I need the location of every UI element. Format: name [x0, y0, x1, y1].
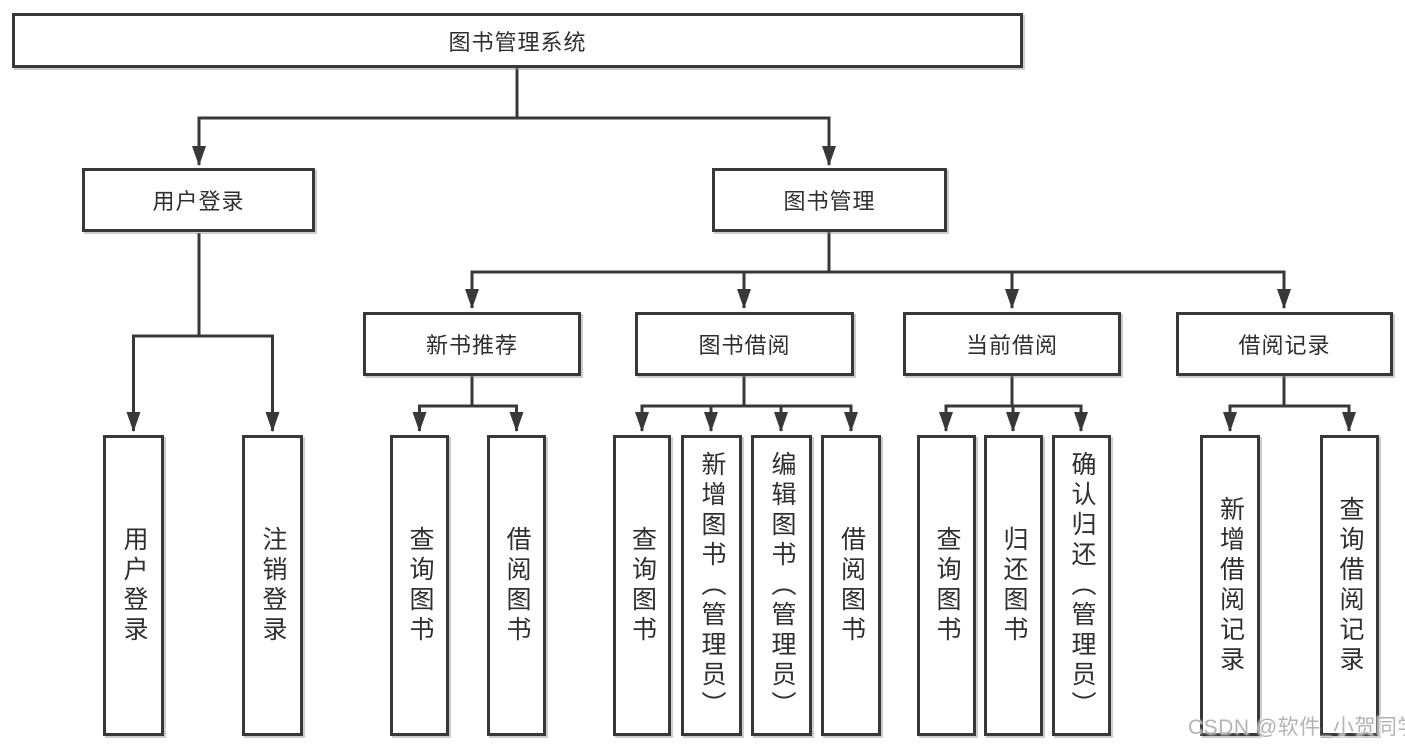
- leaf-label: 借阅图书: [503, 525, 531, 646]
- connector-arrows: [126, 118, 1356, 432]
- node-label: 图书借阅: [698, 333, 791, 358]
- node-borrow-records: 借阅记录: [1176, 312, 1393, 376]
- leaf-label: 查询图书: [406, 525, 434, 646]
- node-user-login: 用户登录: [82, 168, 315, 232]
- node-book-borrow: 图书借阅: [635, 312, 854, 376]
- leaf-label: 用户登录: [120, 525, 148, 646]
- leaf-query-borrow-record: 查询借阅记录: [1320, 435, 1379, 736]
- leaf-confirm-return-admin: 确认归还（管理员）: [1052, 435, 1111, 736]
- leaf-label: 查询图书: [933, 525, 961, 646]
- node-label: 当前借阅: [965, 333, 1058, 358]
- leaf-borrow-book-recommend: 借阅图书: [487, 435, 546, 736]
- node-label: 图书管理: [783, 189, 876, 214]
- leaf-label: 编辑图书（管理员）: [768, 450, 796, 721]
- node-book-management: 图书管理: [712, 168, 947, 232]
- watermark: CSDN @软件_小贺同学: [1188, 716, 1405, 739]
- leaf-label: 查询图书: [628, 525, 657, 646]
- node-current-borrow: 当前借阅: [903, 312, 1121, 376]
- leaf-add-borrow-record: 新增借阅记录: [1200, 435, 1260, 736]
- leaf-label: 新增借阅记录: [1216, 495, 1245, 676]
- node-label: 用户登录: [152, 189, 245, 214]
- leaf-edit-book-admin: 编辑图书（管理员）: [751, 435, 812, 736]
- connector-trunks: [132, 68, 1351, 408]
- leaf-label: 确认归还（管理员）: [1068, 450, 1096, 721]
- leaf-query-book-borrow: 查询图书: [613, 435, 671, 736]
- leaf-label: 新增图书（管理员）: [698, 450, 726, 721]
- leaf-query-book-current: 查询图书: [917, 435, 976, 736]
- leaf-label: 注销登录: [259, 525, 287, 646]
- leaf-user-login: 用户登录: [103, 435, 164, 736]
- leaf-borrow-book: 借阅图书: [821, 435, 881, 736]
- node-label: 新书推荐: [425, 333, 518, 358]
- node-root: 图书管理系统: [12, 13, 1023, 68]
- leaf-return-book: 归还图书: [984, 435, 1043, 736]
- node-new-book-recommend: 新书推荐: [363, 312, 581, 376]
- leaf-label: 借阅图书: [837, 525, 866, 646]
- leaf-add-book-admin: 新增图书（管理员）: [681, 435, 742, 736]
- leaf-label: 归还图书: [1000, 525, 1028, 646]
- node-label: 图书管理系统: [448, 29, 587, 55]
- node-label: 借阅记录: [1238, 333, 1331, 358]
- leaf-label: 查询借阅记录: [1336, 495, 1364, 676]
- leaf-query-book-recommend: 查询图书: [390, 435, 449, 736]
- leaf-logout: 注销登录: [242, 435, 303, 736]
